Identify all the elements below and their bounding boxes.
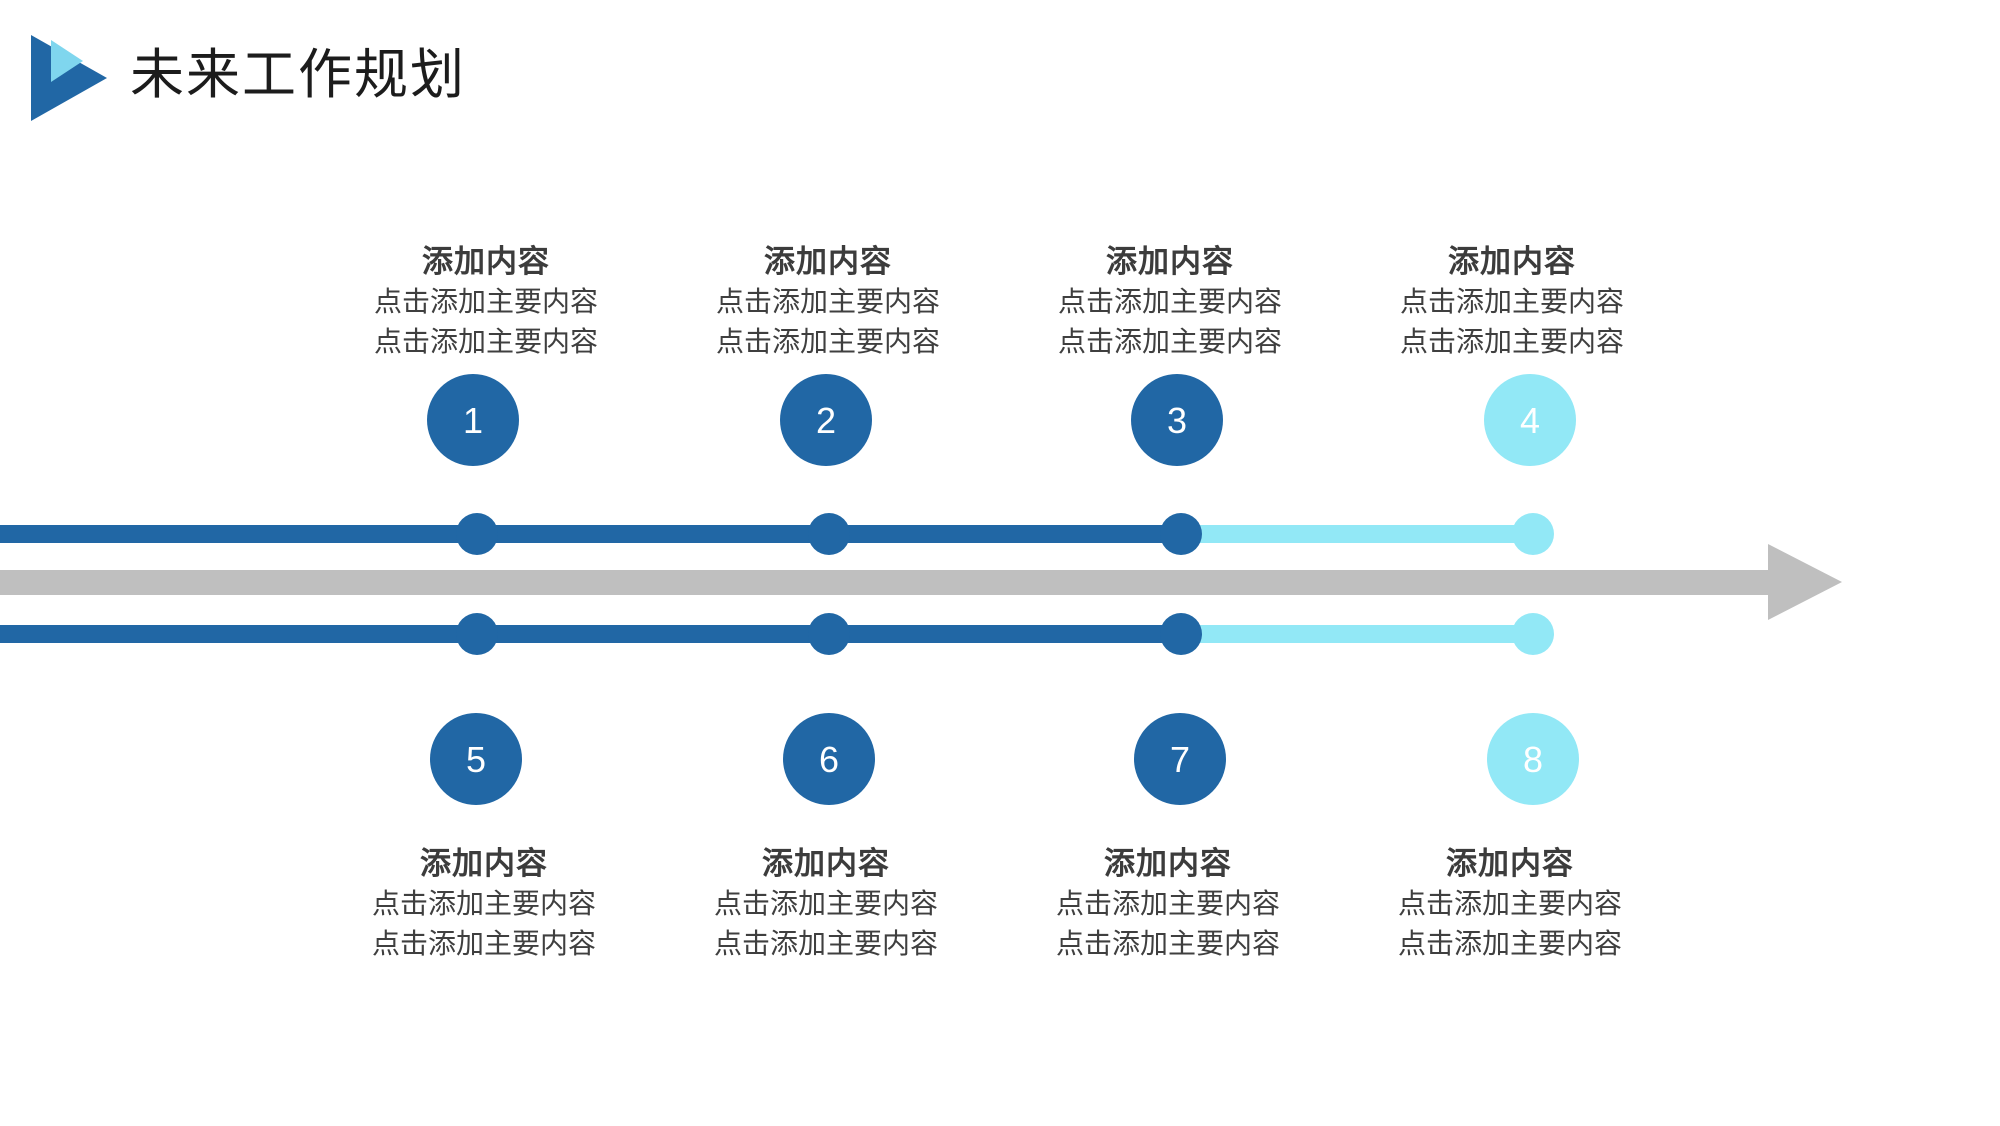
step-text-block-3: 添加内容点击添加主要内容点击添加主要内容: [1020, 242, 1320, 362]
step-heading: 添加内容: [422, 244, 550, 280]
step-circle-4: [1484, 374, 1576, 466]
step-circle-1: [427, 374, 519, 466]
step-text-block-6: 添加内容点击添加主要内容点击添加主要内容: [676, 844, 976, 964]
step-line-1: 点击添加主要内容: [715, 285, 940, 318]
step-text-block-7: 添加内容点击添加主要内容点击添加主要内容: [1018, 844, 1318, 964]
step-heading: 添加内容: [764, 244, 892, 280]
step-circle-3: [1131, 374, 1223, 466]
step-circle-2: [780, 374, 872, 466]
step-number-8: 8: [1523, 739, 1543, 780]
step-heading: 添加内容: [1446, 846, 1574, 882]
step-line-1: 点击添加主要内容: [373, 285, 598, 318]
step-number-3: 3: [1167, 400, 1187, 441]
upper-rail-dot-3: [1160, 513, 1202, 555]
lower-rail-dot-3: [1160, 613, 1202, 655]
step-heading: 添加内容: [1106, 244, 1234, 280]
step-number-1: 1: [463, 400, 483, 441]
gray-arrow-shaft: [0, 570, 1780, 595]
lower-rail-dot-4: [1512, 613, 1554, 655]
step-heading: 添加内容: [420, 846, 548, 882]
step-number-7: 7: [1170, 739, 1190, 780]
step-text-block-1: 添加内容点击添加主要内容点击添加主要内容: [336, 242, 636, 362]
step-number-5: 5: [466, 739, 486, 780]
step-heading: 添加内容: [1448, 244, 1576, 280]
step-line-2: 点击添加主要内容: [1397, 927, 1622, 960]
step-number-4: 4: [1520, 400, 1540, 441]
step-line-2: 点击添加主要内容: [1055, 927, 1280, 960]
step-line-2: 点击添加主要内容: [713, 927, 938, 960]
step-text-block-2: 添加内容点击添加主要内容点击添加主要内容: [678, 242, 978, 362]
lower-rail-dot-2: [808, 613, 850, 655]
step-line-1: 点击添加主要内容: [713, 887, 938, 920]
step-line-1: 点击添加主要内容: [371, 887, 596, 920]
step-circle-6: [783, 713, 875, 805]
gray-arrow-head: [1768, 544, 1842, 620]
upper-rail-dot-4: [1512, 513, 1554, 555]
step-text-block-5: 添加内容点击添加主要内容点击添加主要内容: [334, 844, 634, 964]
step-line-2: 点击添加主要内容: [371, 927, 596, 960]
step-line-1: 点击添加主要内容: [1399, 285, 1624, 318]
step-heading: 添加内容: [1104, 846, 1232, 882]
step-circle-5: [430, 713, 522, 805]
step-text-block-4: 添加内容点击添加主要内容点击添加主要内容: [1362, 242, 1662, 362]
step-line-2: 点击添加主要内容: [373, 325, 598, 358]
step-circle-8: [1487, 713, 1579, 805]
step-line-2: 点击添加主要内容: [1399, 325, 1624, 358]
lower-rail-dot-1: [456, 613, 498, 655]
step-line-2: 点击添加主要内容: [1057, 325, 1282, 358]
page-title: 未来工作规划: [130, 43, 466, 106]
step-heading: 添加内容: [762, 846, 890, 882]
step-number-2: 2: [816, 400, 836, 441]
step-line-1: 点击添加主要内容: [1397, 887, 1622, 920]
upper-rail-dot-1: [456, 513, 498, 555]
upper-rail-dot-2: [808, 513, 850, 555]
step-circle-7: [1134, 713, 1226, 805]
step-number-6: 6: [819, 739, 839, 780]
step-line-1: 点击添加主要内容: [1055, 887, 1280, 920]
step-line-2: 点击添加主要内容: [715, 325, 940, 358]
step-line-1: 点击添加主要内容: [1057, 285, 1282, 318]
play-triangle-logo-icon: [31, 35, 107, 121]
step-text-block-8: 添加内容点击添加主要内容点击添加主要内容: [1360, 844, 1660, 964]
